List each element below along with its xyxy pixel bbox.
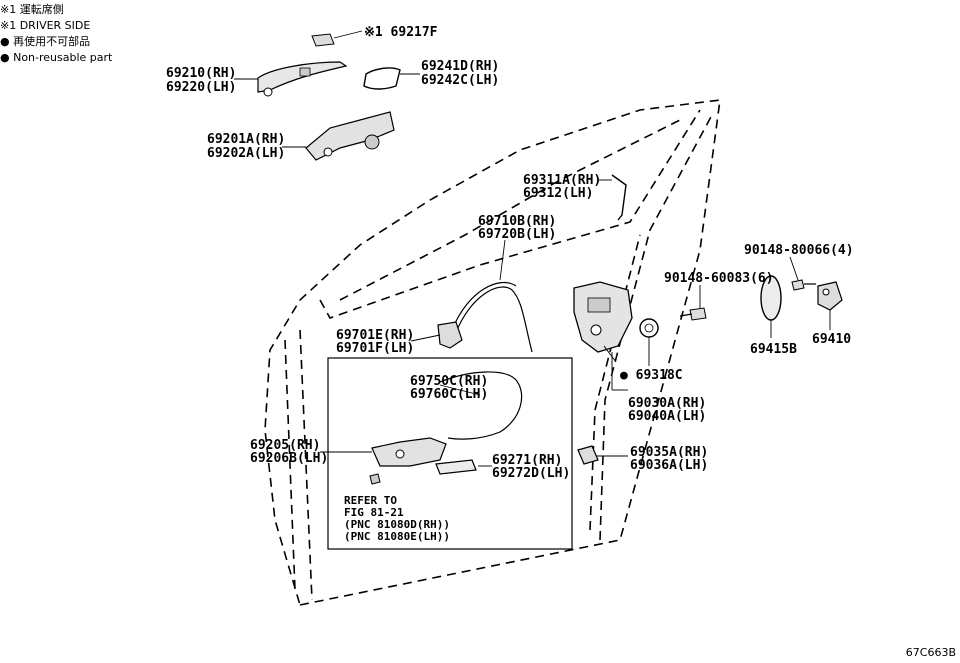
label-90148-60083: 90148-60083(6)	[664, 271, 774, 286]
label-69241d: 69241D(RH)	[421, 59, 499, 74]
refer-note-line1: REFER TO	[344, 494, 397, 507]
label-69750c: 69750C(RH)	[410, 374, 488, 389]
legend-driver-side-jp: ※1 運転席側	[0, 3, 64, 16]
label-69205: 69205(RH)	[250, 438, 320, 453]
label-69318c: ● 69318C	[620, 368, 683, 383]
label-69036a: 69036A(LH)	[630, 458, 708, 473]
legend-non-reusable-en: ● Non-reusable part	[0, 51, 113, 64]
refer-note-line2: FIG 81-21	[344, 506, 404, 519]
label-69206b: 69206B(LH)	[250, 451, 328, 466]
part-handle-frame-69201a	[305, 111, 395, 161]
door-outline	[264, 99, 721, 606]
label-69040a: 69040A(LH)	[628, 409, 706, 424]
legend-driver-side-en: ※1 DRIVER SIDE	[0, 19, 91, 32]
refer-note: REFER TO FIG 81-21 (PNC 81080D(RH)) (PNC…	[344, 494, 450, 543]
inside-handle-inset-box	[327, 357, 573, 550]
label-69710b: 69710B(RH)	[478, 214, 556, 229]
part-rod-69311a	[611, 174, 627, 221]
label-69201a: 69201A(RH)	[207, 132, 285, 147]
label-69410: 69410	[812, 332, 851, 347]
part-handle-pad-69241d	[363, 67, 401, 90]
label-69030a: 69030A(RH)	[628, 396, 706, 411]
figure-code: 67C663B	[905, 646, 956, 659]
part-cable-69710b	[451, 281, 533, 353]
label-69415b: 69415B	[750, 342, 797, 357]
leader-lines	[234, 73, 831, 467]
part-small-clip	[369, 473, 381, 485]
part-labels: ※1 69217F 69210(RH) 69220(LH) 69241D(RH)…	[166, 25, 854, 481]
label-69720b: 69720B(LH)	[478, 227, 556, 242]
part-outside-handle-69210	[257, 61, 348, 97]
label-69701e: 69701E(RH)	[336, 328, 414, 343]
label-69312: 69312(LH)	[523, 186, 593, 201]
part-cable-69750c	[439, 371, 523, 440]
label-69272d: 69272D(LH)	[492, 466, 570, 481]
part-striker-69410	[817, 281, 843, 311]
label-69217f: ※1 69217F	[364, 25, 438, 40]
label-90148-80066: 90148-80066(4)	[744, 243, 854, 258]
part-bracket-69701e	[437, 321, 463, 349]
label-69210: 69210(RH)	[166, 66, 236, 81]
part-lock-assembly-69030a	[573, 281, 633, 363]
part-screw-90148-80066	[791, 279, 816, 291]
legend-non-reusable-jp: ● 再使用不可部品	[0, 35, 91, 48]
label-69701f: 69701F(LH)	[336, 341, 414, 356]
part-cap-69217f	[311, 30, 363, 47]
refer-note-line4: (PNC 81080E(LH))	[344, 530, 450, 543]
label-69035a: 69035A(RH)	[630, 445, 708, 460]
label-69242c: 69242C(LH)	[421, 73, 499, 88]
label-69220: 69220(LH)	[166, 80, 236, 95]
label-69202a: 69202A(LH)	[207, 146, 285, 161]
part-inside-handle-frame	[371, 437, 447, 467]
part-inside-handle-69271	[435, 459, 477, 475]
legend: ※1 運転席側 ※1 DRIVER SIDE ● 再使用不可部品 ● Non-r…	[0, 2, 112, 66]
label-69760c: 69760C(LH)	[410, 387, 488, 402]
part-bracket-69035a	[577, 445, 599, 465]
label-69271: 69271(RH)	[492, 453, 562, 468]
label-69311a: 69311A(RH)	[523, 173, 601, 188]
part-seal-69318c	[639, 318, 659, 338]
part-screw-90148-60083	[679, 307, 707, 321]
refer-note-line3: (PNC 81080D(RH))	[344, 518, 450, 531]
